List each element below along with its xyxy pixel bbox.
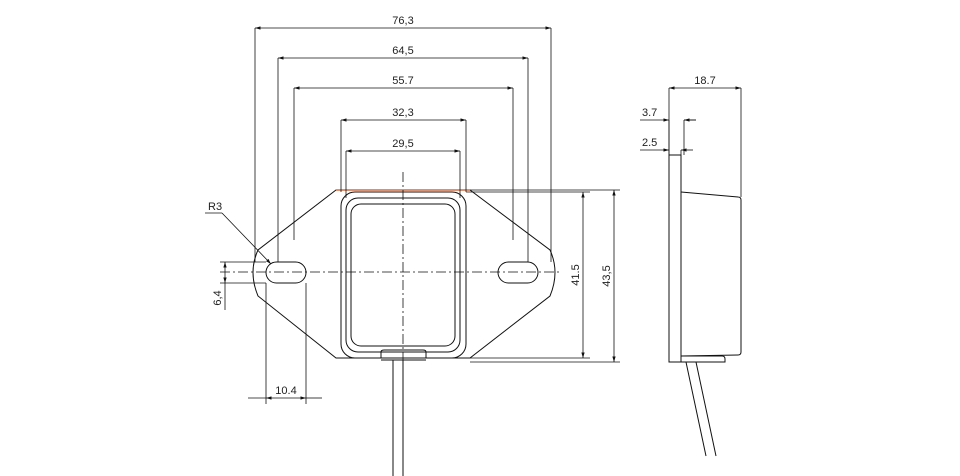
radius-leader <box>221 212 272 265</box>
left-mount-slot <box>265 261 307 284</box>
dim-body-outer-width: 32,3 <box>392 107 413 119</box>
dim-body-inner-width: 29,5 <box>392 138 413 150</box>
dim-side-depth: 18.7 <box>694 75 715 87</box>
side-cable-left <box>685 361 707 457</box>
dim-overall-width: 76,3 <box>392 15 413 27</box>
front-dimensions: 76,3 64,5 55.7 32,3 29,5 R3 6,4 <box>205 15 620 404</box>
dim-side-plate: 2.5 <box>642 137 657 149</box>
body-outer <box>340 191 467 359</box>
dim-hole-spacing: 64,5 <box>392 45 413 57</box>
side-mount-plate <box>668 154 682 363</box>
dim-body-height: 41.5 <box>570 264 582 285</box>
right-mount-slot <box>497 261 539 284</box>
side-cable-gland <box>681 355 726 363</box>
dim-flange-width: 55.7 <box>392 75 413 87</box>
side-body <box>680 191 742 357</box>
dim-slot-length: 10.4 <box>275 385 296 397</box>
side-cable-right <box>695 361 717 457</box>
flange-outline <box>252 189 556 359</box>
side-dimensions: 18.7 3.7 2.5 <box>640 75 742 197</box>
side-view <box>668 154 742 457</box>
front-view <box>220 172 560 476</box>
dim-overall-height: 43,5 <box>601 265 613 286</box>
dim-hole-radius: R3 <box>208 201 222 213</box>
dim-hole-height: 6,4 <box>212 290 224 305</box>
dim-side-flange: 3.7 <box>642 107 657 119</box>
cable-gland <box>380 349 427 358</box>
